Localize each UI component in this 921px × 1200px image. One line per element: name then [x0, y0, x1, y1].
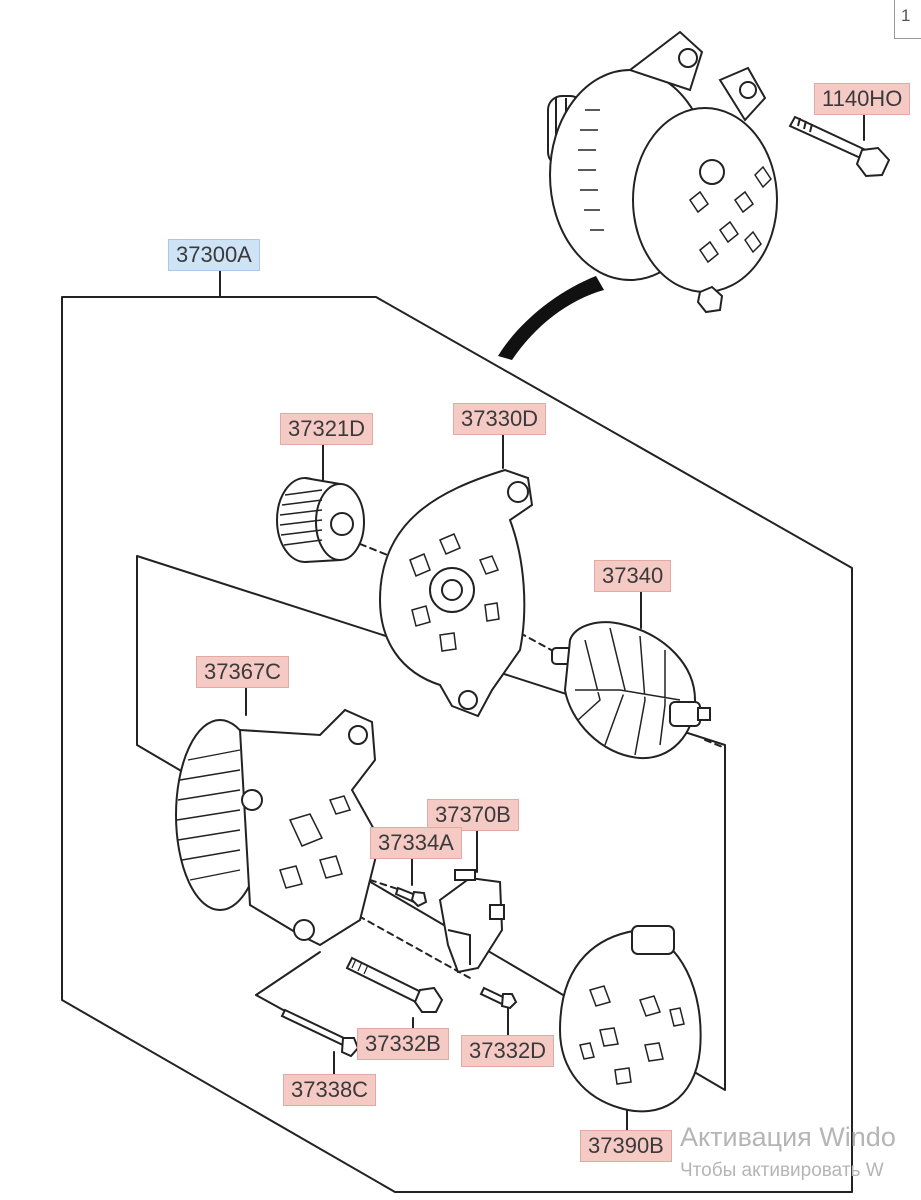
assembly-frame: [61, 269, 853, 1193]
rear-cover-37390b: [558, 925, 702, 1113]
alternator-assembly: [547, 30, 778, 314]
through-bolt-37338c: [280, 1008, 360, 1058]
label-37330d: 37330D: [453, 403, 547, 435]
corner-tab-label: 1: [901, 6, 911, 25]
label-1140ho: 1140HO: [814, 83, 911, 115]
label-37332d: 37332D: [461, 1035, 555, 1067]
label-37338c: 37338C: [283, 1074, 377, 1106]
front-bracket-37330d: [378, 468, 534, 718]
label-37321d: 37321D: [280, 413, 374, 445]
rear-bracket-37367c: [175, 708, 382, 947]
bolt-37332d: [479, 986, 518, 1010]
label-37367c: 37367C: [196, 656, 290, 688]
label-assembly-37300a: 37300A: [168, 239, 260, 271]
label-37334a: 37334A: [370, 827, 462, 859]
regulator-37370b: [438, 869, 505, 974]
label-37332b: 37332B: [357, 1028, 449, 1060]
rotor-37340: [551, 621, 711, 760]
bolt-1140ho: [788, 115, 891, 178]
pulley-37321d: [276, 477, 365, 563]
label-37370b: 37370B: [427, 799, 519, 831]
label-37390b: 37390B: [580, 1130, 672, 1162]
corner-tab: 1: [894, 0, 921, 39]
label-37340: 37340: [594, 560, 672, 592]
watermark-line-1: Активация Windo: [680, 1122, 896, 1152]
bolt-37332b: [345, 956, 444, 1013]
assembly-arrow: [498, 276, 604, 360]
watermark-line-2: Чтобы активировать W: [680, 1160, 884, 1181]
inner-frame: [136, 555, 726, 1091]
screw-37334a: [394, 886, 428, 908]
